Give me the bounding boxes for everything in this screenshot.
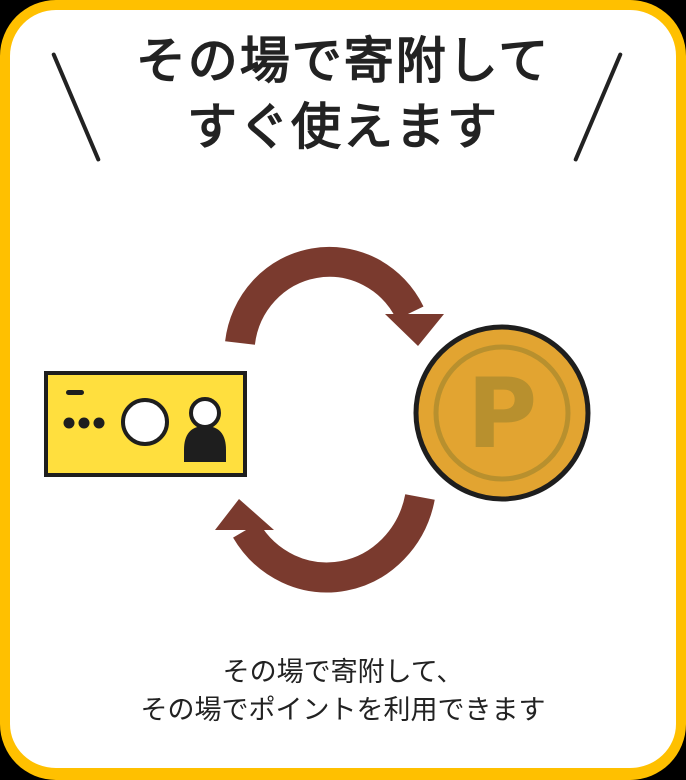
point-coin-icon: P bbox=[413, 324, 591, 502]
curved-arrow-right-icon bbox=[225, 246, 444, 346]
headline: その場で寄附して すぐ使えます bbox=[0, 28, 686, 160]
headline-line-1: その場で寄附して bbox=[135, 32, 551, 90]
headline-line-2: すぐ使えます bbox=[187, 98, 499, 156]
curved-arrow-left-icon bbox=[215, 493, 435, 593]
id-card-icon bbox=[44, 371, 247, 477]
caption: その場で寄附して、 その場でポイントを利用できます bbox=[0, 654, 686, 730]
caption-line-2: その場でポイントを利用できます bbox=[140, 695, 546, 726]
coin-letter: P bbox=[467, 358, 537, 470]
caption-line-1: その場で寄附して、 bbox=[222, 657, 464, 688]
